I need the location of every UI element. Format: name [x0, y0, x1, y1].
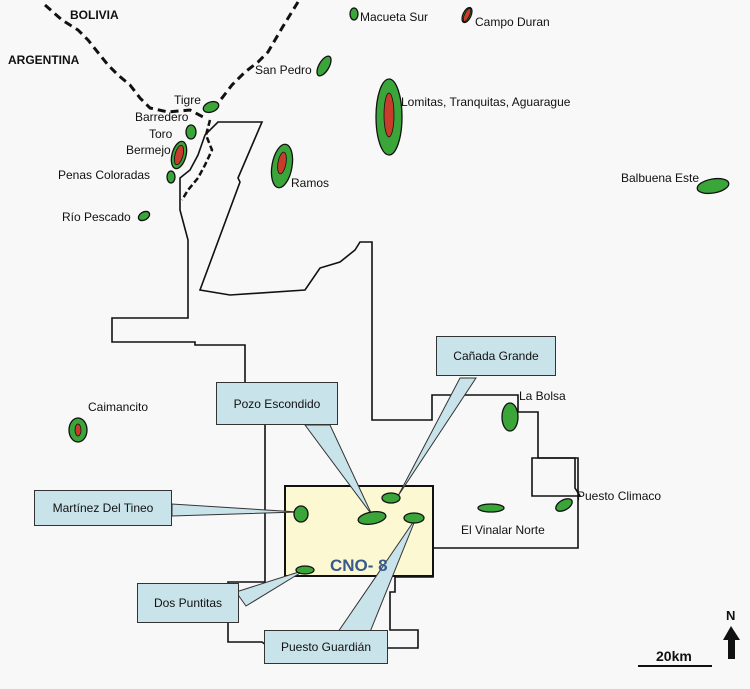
- label-caimancito: Caimancito: [88, 400, 149, 414]
- field-penas-coloradas: [166, 170, 176, 184]
- field-pozo-escondido: [357, 510, 387, 526]
- gas-caimancito: [74, 423, 82, 437]
- field-toro: [185, 124, 197, 140]
- field-san-pedro: [316, 55, 332, 77]
- label-puesto-climaco: Puesto Climaco: [577, 489, 662, 503]
- label-campo-duran: Campo Duran: [475, 15, 550, 29]
- label-macueta-sur: Macueta Sur: [360, 10, 429, 24]
- pointer-pozo-escondido: [304, 424, 373, 516]
- label-tigre: Tigre: [174, 93, 201, 107]
- label-bermejo: Bermejo: [126, 143, 171, 157]
- callout-martinez-del-tineo: Martínez Del Tineo: [34, 490, 172, 526]
- field-rio-pescado: [137, 210, 151, 222]
- label-toro: Toro: [149, 127, 173, 141]
- callout-canada-grande: Cañada Grande: [436, 336, 556, 376]
- field-la-bolsa: [501, 402, 519, 432]
- field-puesto-guardian: [403, 512, 425, 524]
- pointer-canada-grande: [397, 377, 477, 497]
- block-label-cno8: CNO- 8: [330, 556, 388, 575]
- field-puesto-climaco: [555, 498, 573, 512]
- field-macueta-sur: [349, 7, 359, 21]
- country-label-bolivia: BOLIVIA: [70, 8, 119, 22]
- label-la-bolsa: La Bolsa: [519, 389, 566, 403]
- label-barredero: Barredero: [135, 110, 189, 124]
- pointer-martinez: [171, 503, 299, 517]
- scale-bar-label: 20km: [656, 648, 692, 664]
- concession-outline: [111, 121, 579, 649]
- label-rio-pescado: Río Pescado: [62, 210, 131, 224]
- country-border-east: [208, 1, 300, 113]
- gas-campo-duran: [462, 8, 472, 22]
- label-san-pedro: San Pedro: [255, 63, 312, 77]
- label-penas-coloradas: Penas Coloradas: [58, 168, 151, 182]
- country-border: [44, 3, 206, 120]
- field-el-vinalar-norte: [477, 503, 505, 513]
- label-balbuena-este: Balbuena Este: [621, 171, 700, 185]
- label-el-vinalar-norte: El Vinalar Norte: [461, 523, 545, 537]
- field-canada-grande: [381, 492, 401, 504]
- gas-lomitas: [383, 92, 395, 138]
- callout-puesto-guardian: Puesto Guardián: [264, 630, 388, 664]
- field-martinez-del-tineo: [293, 505, 309, 523]
- label-lomitas: Lomitas, Tranquitas, Aguarague: [401, 95, 571, 109]
- field-dos-puntitas: [295, 565, 315, 575]
- field-balbuena-este: [696, 177, 730, 195]
- country-label-argentina: ARGENTINA: [8, 53, 80, 67]
- river-border: [180, 119, 214, 201]
- pointer-dos-puntitas: [235, 569, 306, 607]
- callout-dos-puntitas: Dos Puntitas: [137, 583, 239, 623]
- callout-pozo-escondido: Pozo Escondido: [216, 382, 338, 425]
- north-label: N: [726, 608, 736, 623]
- gas-ramos: [277, 151, 287, 175]
- gas-bermejo: [173, 144, 185, 166]
- label-ramos: Ramos: [291, 176, 330, 190]
- north-arrow-icon: [723, 626, 740, 659]
- puesto-climaco-outline: [531, 457, 582, 497]
- field-tigre: [202, 100, 220, 114]
